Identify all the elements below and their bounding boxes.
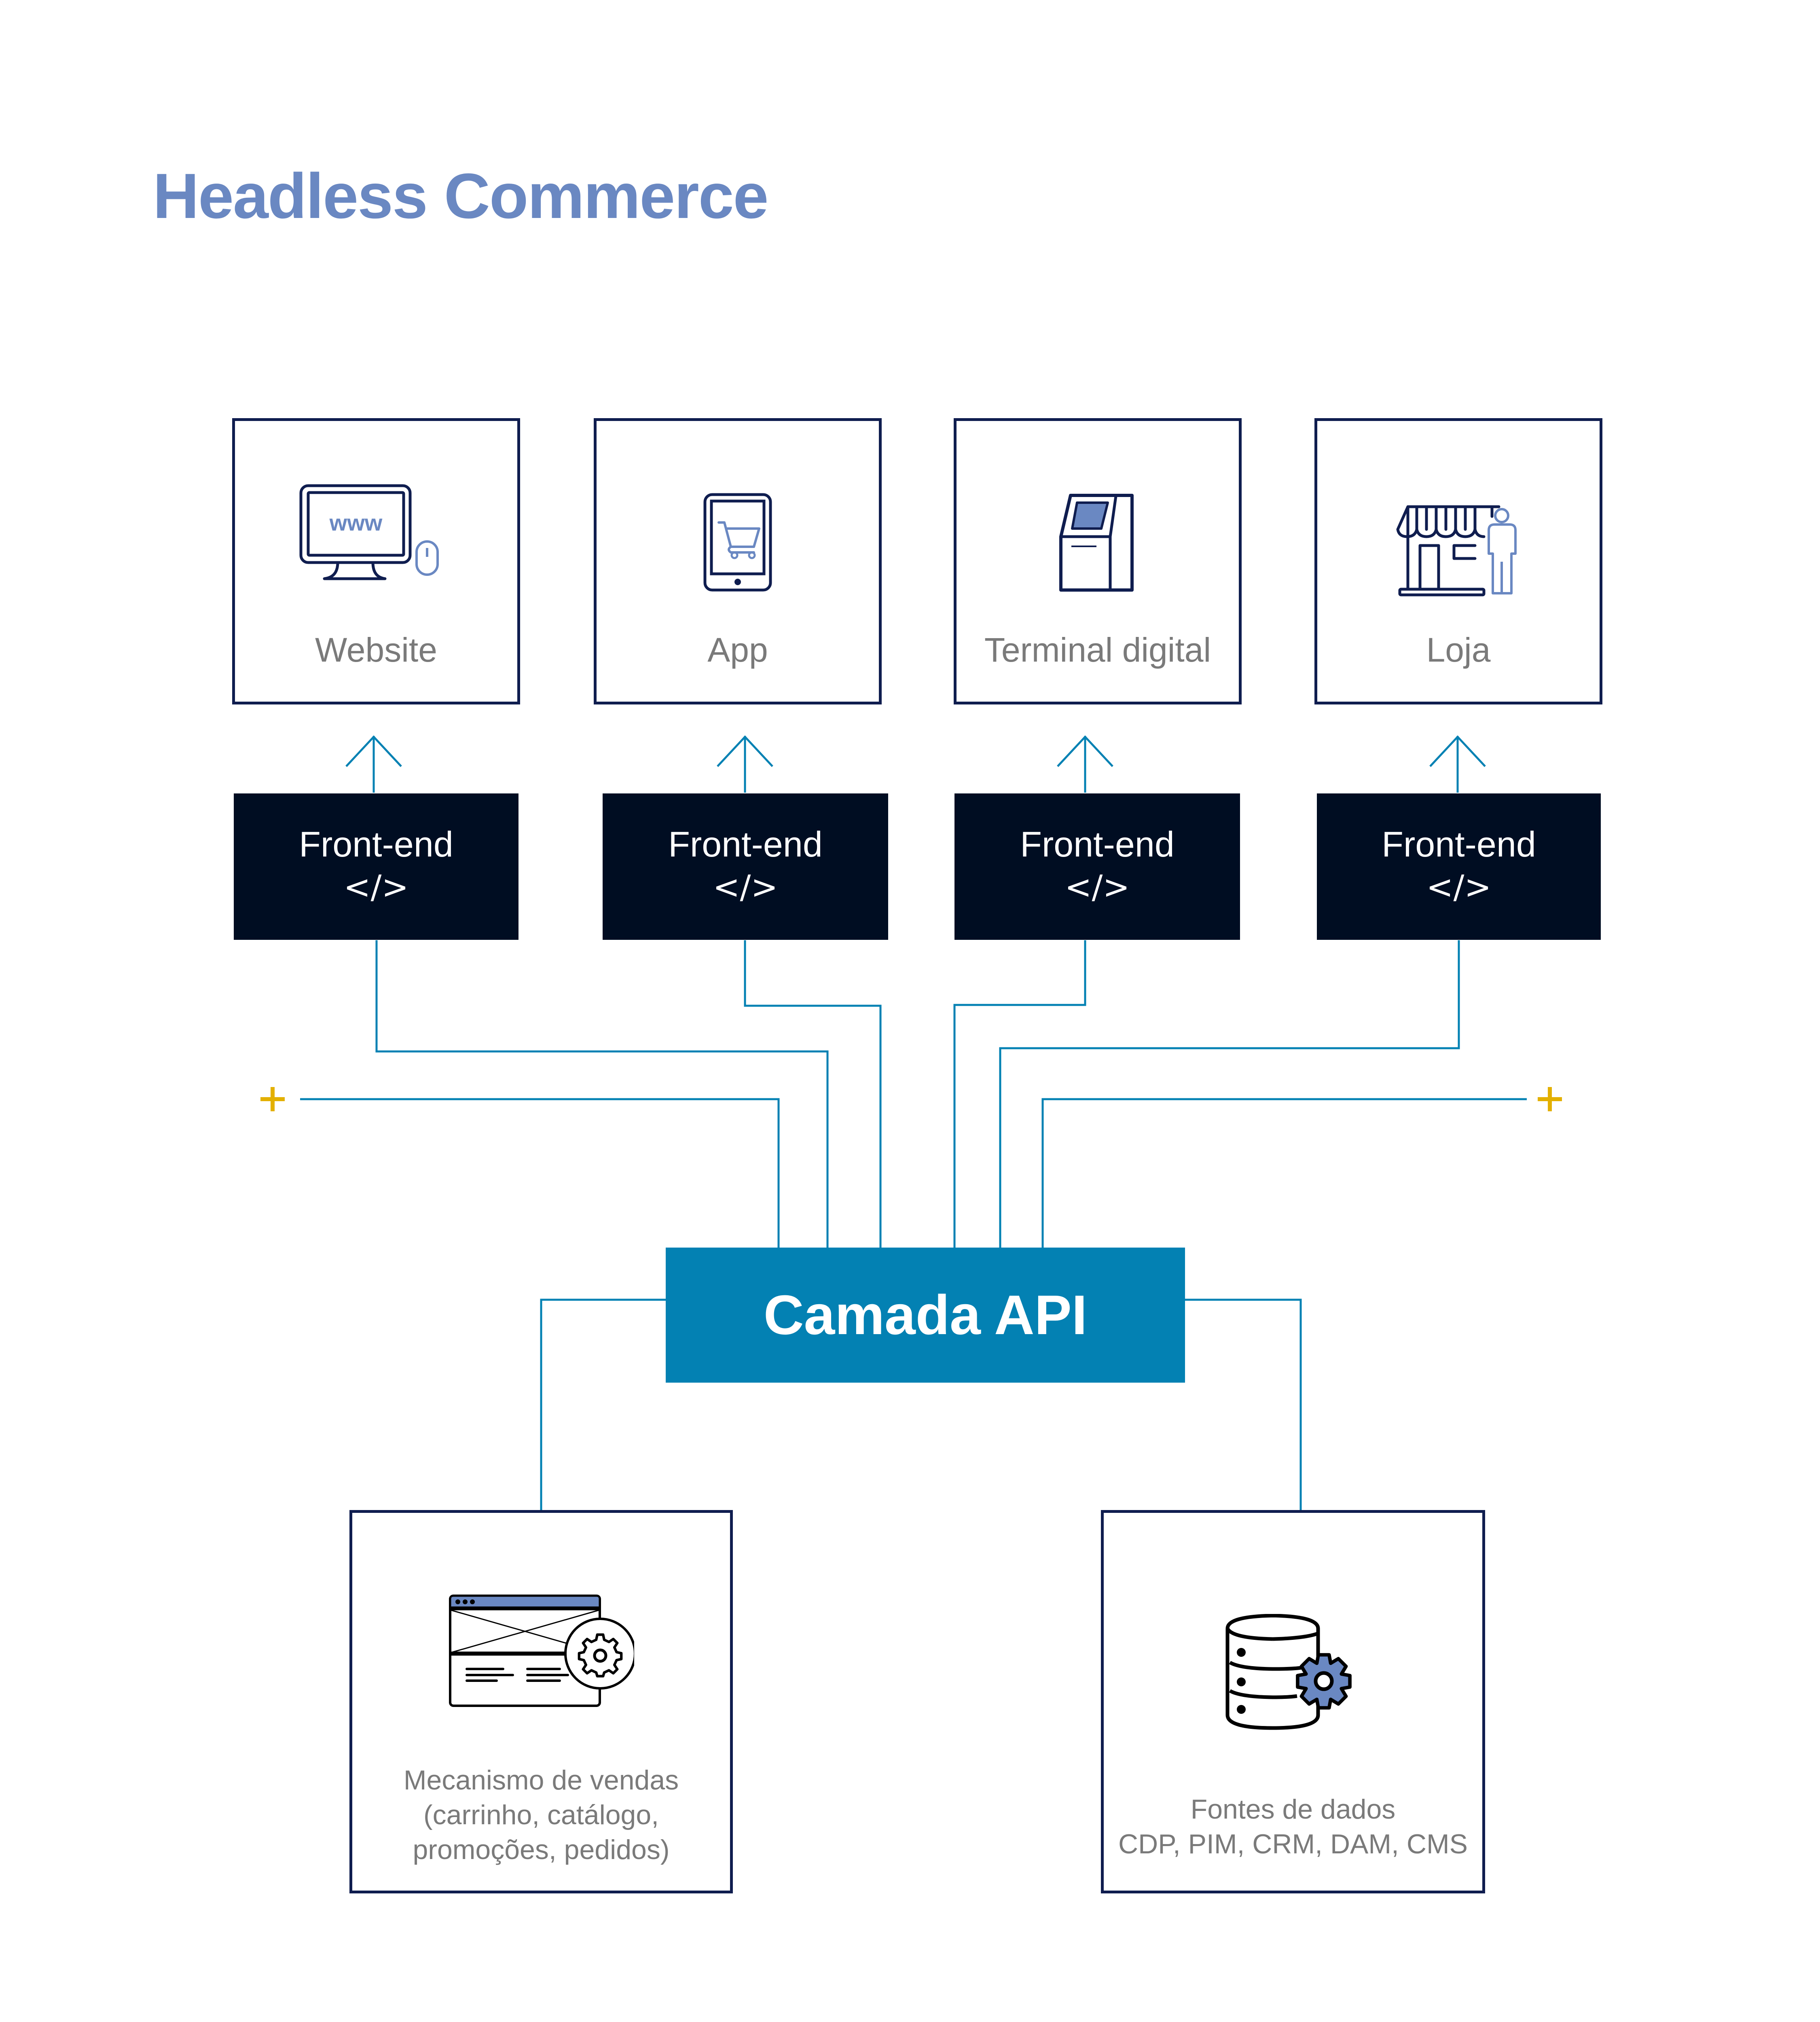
kiosk-icon — [1059, 494, 1134, 592]
arrow-up-icon — [1429, 735, 1486, 793]
channel-label: Loja — [1426, 631, 1491, 669]
backend-card-sales-engine: Mecanismo de vendas (carrinho, catálogo,… — [349, 1510, 733, 1893]
plus-icon — [260, 1087, 285, 1111]
channel-label: Website — [315, 631, 437, 669]
tablet-cart-icon — [703, 493, 772, 592]
frontend-label: Front-end — [1382, 824, 1536, 864]
channel-card-app: App — [594, 418, 882, 704]
frontend-block: Front-end </> — [603, 793, 888, 940]
arrow-up-icon — [1057, 735, 1113, 793]
code-icon: </> — [713, 868, 778, 906]
connector-extension-right — [1041, 1098, 1527, 1248]
connector-loja — [999, 940, 1460, 1248]
backend-card-data-sources: Fontes de dados CDP, PIM, CRM, DAM, CMS — [1101, 1510, 1485, 1893]
channel-card-loja: Loja — [1314, 418, 1602, 704]
connector-app — [744, 940, 882, 1248]
connector-extension-left — [300, 1098, 780, 1248]
connector-website — [375, 940, 829, 1248]
backend-label: Fontes de dados CDP, PIM, CRM, DAM, CMS — [1118, 1794, 1468, 1859]
api-layer-block: Camada API — [666, 1248, 1185, 1383]
frontend-block: Front-end </> — [234, 793, 518, 940]
frontend-block: Front-end </> — [954, 793, 1240, 940]
store-person-icon — [1396, 505, 1517, 596]
arrow-up-icon — [717, 735, 773, 793]
connector-terminal — [953, 940, 1086, 1248]
svg-text:www: www — [329, 510, 383, 535]
frontend-label: Front-end — [668, 824, 823, 864]
monitor-www-icon: www — [299, 484, 439, 580]
code-icon: </> — [343, 868, 409, 906]
connector-sales-engine — [540, 1299, 666, 1510]
frontend-label: Front-end — [299, 824, 453, 864]
database-gear-icon — [1225, 1614, 1352, 1730]
code-icon: </> — [1064, 868, 1130, 906]
backend-label: Mecanismo de vendas (carrinho, catálogo,… — [403, 1765, 679, 1865]
frontend-block: Front-end </> — [1317, 793, 1601, 940]
connector-data-sources — [1185, 1299, 1302, 1510]
arrow-up-icon — [345, 735, 402, 793]
channel-card-website: www Website — [232, 418, 520, 704]
browser-gear-icon — [449, 1595, 634, 1707]
channel-card-terminal: Terminal digital — [954, 418, 1242, 704]
page-title: Headless Commerce — [153, 161, 768, 232]
frontend-label: Front-end — [1020, 824, 1175, 864]
code-icon: </> — [1426, 868, 1492, 906]
channel-label: App — [707, 631, 768, 669]
channel-label: Terminal digital — [984, 631, 1211, 669]
plus-icon — [1538, 1087, 1562, 1111]
